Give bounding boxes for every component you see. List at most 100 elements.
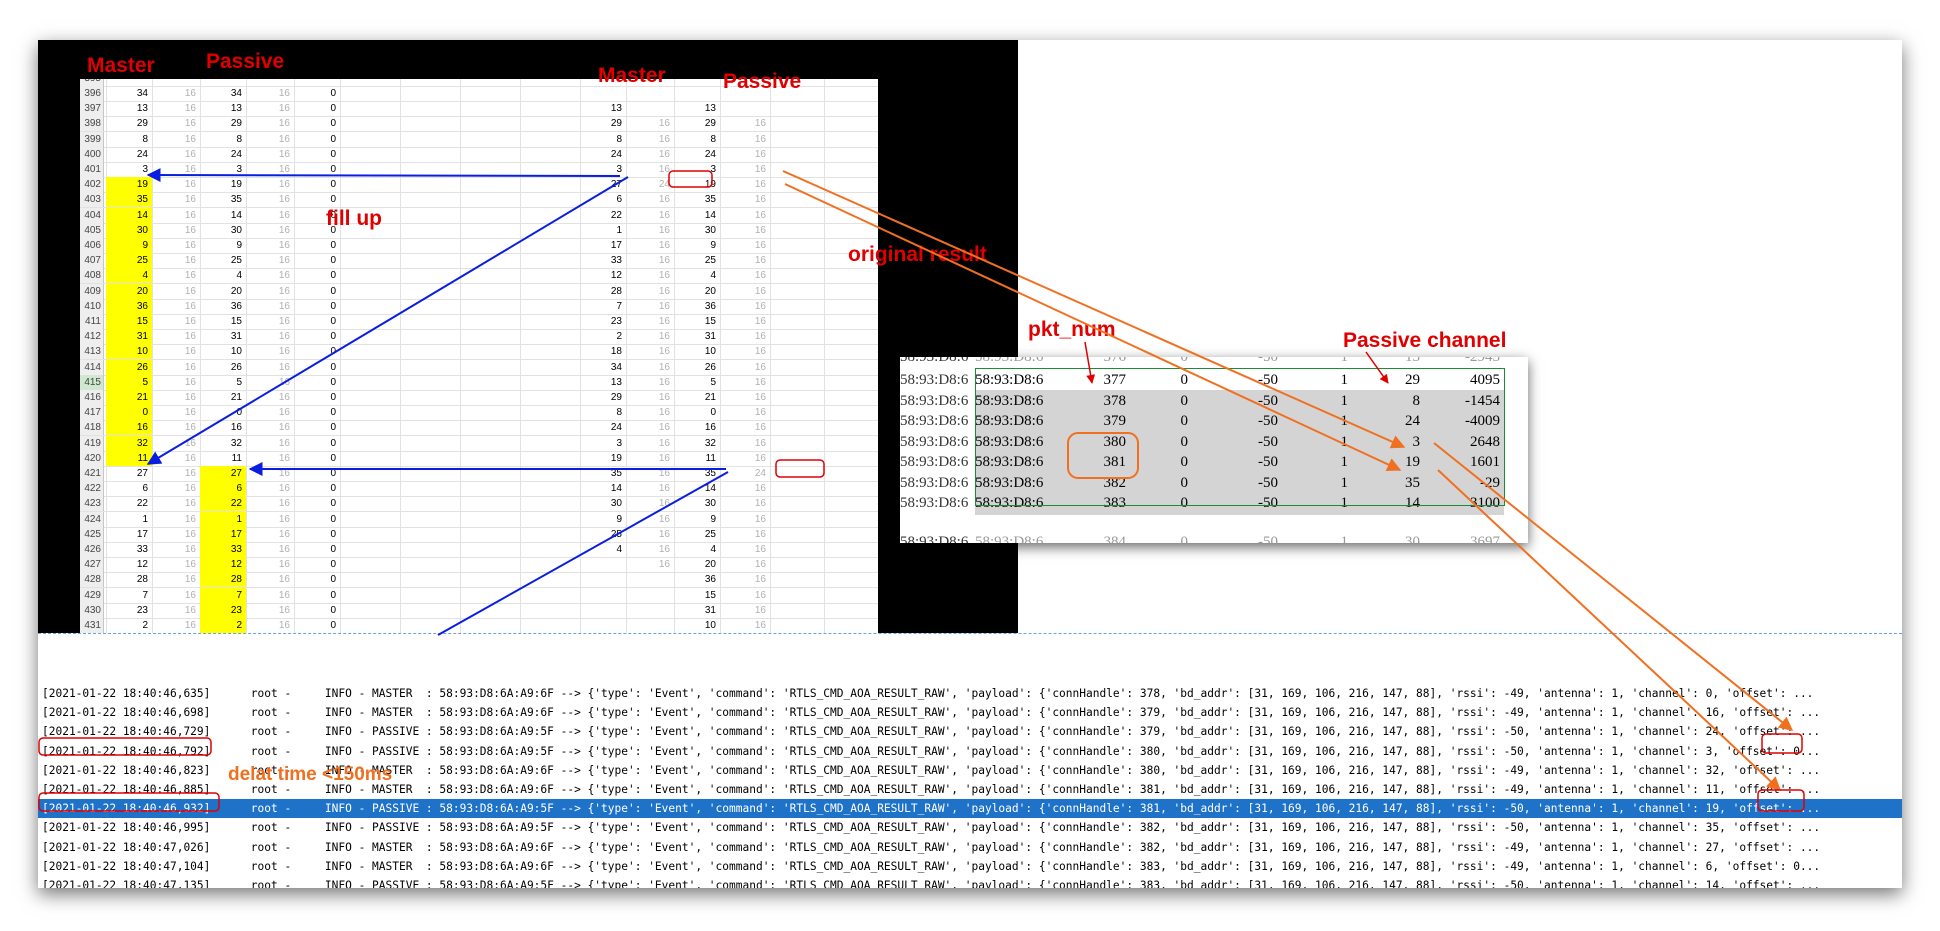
cell[interactable]: 6 <box>142 483 148 495</box>
cell[interactable]: 16 <box>754 528 766 540</box>
cell[interactable]: 16 <box>658 270 670 282</box>
cell[interactable]: 16 <box>184 179 196 191</box>
cell[interactable]: 16 <box>658 133 670 145</box>
cell[interactable]: 16 <box>184 240 196 251</box>
cell[interactable]: 16 <box>184 392 196 403</box>
cell[interactable]: 22 <box>200 496 246 512</box>
log-line[interactable]: [2021-01-22 18:40:46,729] root - INFO - … <box>42 725 1821 739</box>
cell[interactable]: 16 <box>658 498 670 510</box>
cell[interactable]: 16 <box>184 513 196 525</box>
cell[interactable]: 23 <box>136 604 148 616</box>
cell[interactable]: 7 <box>200 587 246 603</box>
cell[interactable]: 35 <box>230 194 242 206</box>
cell[interactable]: 26 <box>230 361 242 373</box>
cell[interactable]: 16 <box>754 331 766 343</box>
cell[interactable]: 27 <box>136 468 148 479</box>
cell[interactable]: 17 <box>610 240 622 251</box>
cell[interactable]: 2 <box>200 618 246 633</box>
cell[interactable]: 13 <box>704 103 716 115</box>
cell[interactable]: 16 <box>278 559 290 571</box>
cell[interactable]: 25 <box>704 255 716 267</box>
cell[interactable]: 16 <box>278 285 290 297</box>
cell[interactable]: 16 <box>278 437 290 449</box>
cell[interactable]: 16 <box>658 224 670 236</box>
cell[interactable]: 14 <box>106 207 152 223</box>
cell[interactable]: 5 <box>710 376 716 388</box>
cell[interactable]: 3 <box>616 164 622 175</box>
cell[interactable]: 16 <box>754 285 766 297</box>
cell[interactable]: 16 <box>658 346 670 358</box>
cell[interactable]: 0 <box>330 103 336 115</box>
cell[interactable]: 10 <box>704 346 716 358</box>
cell[interactable]: 25 <box>230 255 242 267</box>
cell[interactable]: 16 <box>278 346 290 358</box>
cell[interactable]: 16 <box>184 118 196 130</box>
log-line[interactable]: [2021-01-22 18:40:46,823] root - INFO - … <box>42 763 1821 777</box>
cell[interactable]: 16 <box>754 422 766 434</box>
cell[interactable]: 16 <box>278 270 290 282</box>
cell[interactable]: 16 <box>658 422 670 434</box>
cell[interactable]: 0 <box>330 513 336 525</box>
cell[interactable]: 27 <box>200 466 246 481</box>
cell[interactable]: 0 <box>330 468 336 479</box>
cell[interactable]: 8 <box>236 133 242 145</box>
cell[interactable]: 20 <box>230 285 242 297</box>
cell[interactable]: 35 <box>610 468 622 479</box>
cell[interactable]: 14 <box>704 483 716 495</box>
cell[interactable]: 2 <box>142 620 148 631</box>
cell[interactable]: 0 <box>330 574 336 586</box>
cell[interactable]: 21 <box>230 392 242 403</box>
cell[interactable]: 16 <box>278 407 290 419</box>
cell[interactable]: 0 <box>330 270 336 282</box>
cell[interactable]: 0 <box>330 528 336 540</box>
cell[interactable]: 3 <box>142 164 148 175</box>
cell[interactable]: 16 <box>754 376 766 388</box>
cell[interactable]: 10 <box>106 344 152 360</box>
cell[interactable]: 12 <box>610 270 622 282</box>
cell[interactable]: 16 <box>184 361 196 373</box>
cell[interactable]: 16 <box>278 316 290 327</box>
cell[interactable]: 16 <box>184 589 196 601</box>
cell[interactable]: 4 <box>710 270 716 282</box>
cell[interactable]: 16 <box>278 483 290 495</box>
cell[interactable]: 16 <box>754 513 766 525</box>
cell[interactable]: 10 <box>704 620 716 631</box>
cell[interactable]: 16 <box>658 164 670 175</box>
cell[interactable]: 16 <box>278 331 290 343</box>
cell[interactable]: 22 <box>136 498 148 510</box>
cell[interactable]: 36 <box>704 574 716 586</box>
cell[interactable]: 16 <box>754 133 766 145</box>
cell[interactable]: 16 <box>184 331 196 343</box>
cell[interactable]: 18 <box>610 346 622 358</box>
cell[interactable]: 16 <box>278 194 290 206</box>
cell[interactable]: 24 <box>610 148 622 160</box>
cell[interactable]: 28 <box>200 572 246 588</box>
cell[interactable]: 16 <box>658 285 670 297</box>
cell[interactable]: 16 <box>658 316 670 327</box>
cell[interactable]: 16 <box>754 194 766 206</box>
cell[interactable]: 7 <box>142 589 148 601</box>
cell[interactable]: 16 <box>754 407 766 419</box>
cell[interactable]: 16 <box>184 148 196 160</box>
cell[interactable]: 16 <box>184 164 196 175</box>
cell[interactable]: 23 <box>200 602 246 618</box>
cell[interactable]: 16 <box>754 346 766 358</box>
cell[interactable]: 24 <box>754 468 766 479</box>
cell[interactable]: 29 <box>704 118 716 130</box>
cell[interactable]: 30 <box>106 222 152 238</box>
cell[interactable]: 0 <box>330 559 336 571</box>
cell[interactable]: 16 <box>754 224 766 236</box>
cell[interactable]: 24 <box>658 179 670 191</box>
cell[interactable]: 0 <box>236 407 242 419</box>
cell[interactable]: 33 <box>136 544 148 555</box>
cell[interactable]: 16 <box>278 209 290 221</box>
cell[interactable]: 5 <box>106 374 152 390</box>
